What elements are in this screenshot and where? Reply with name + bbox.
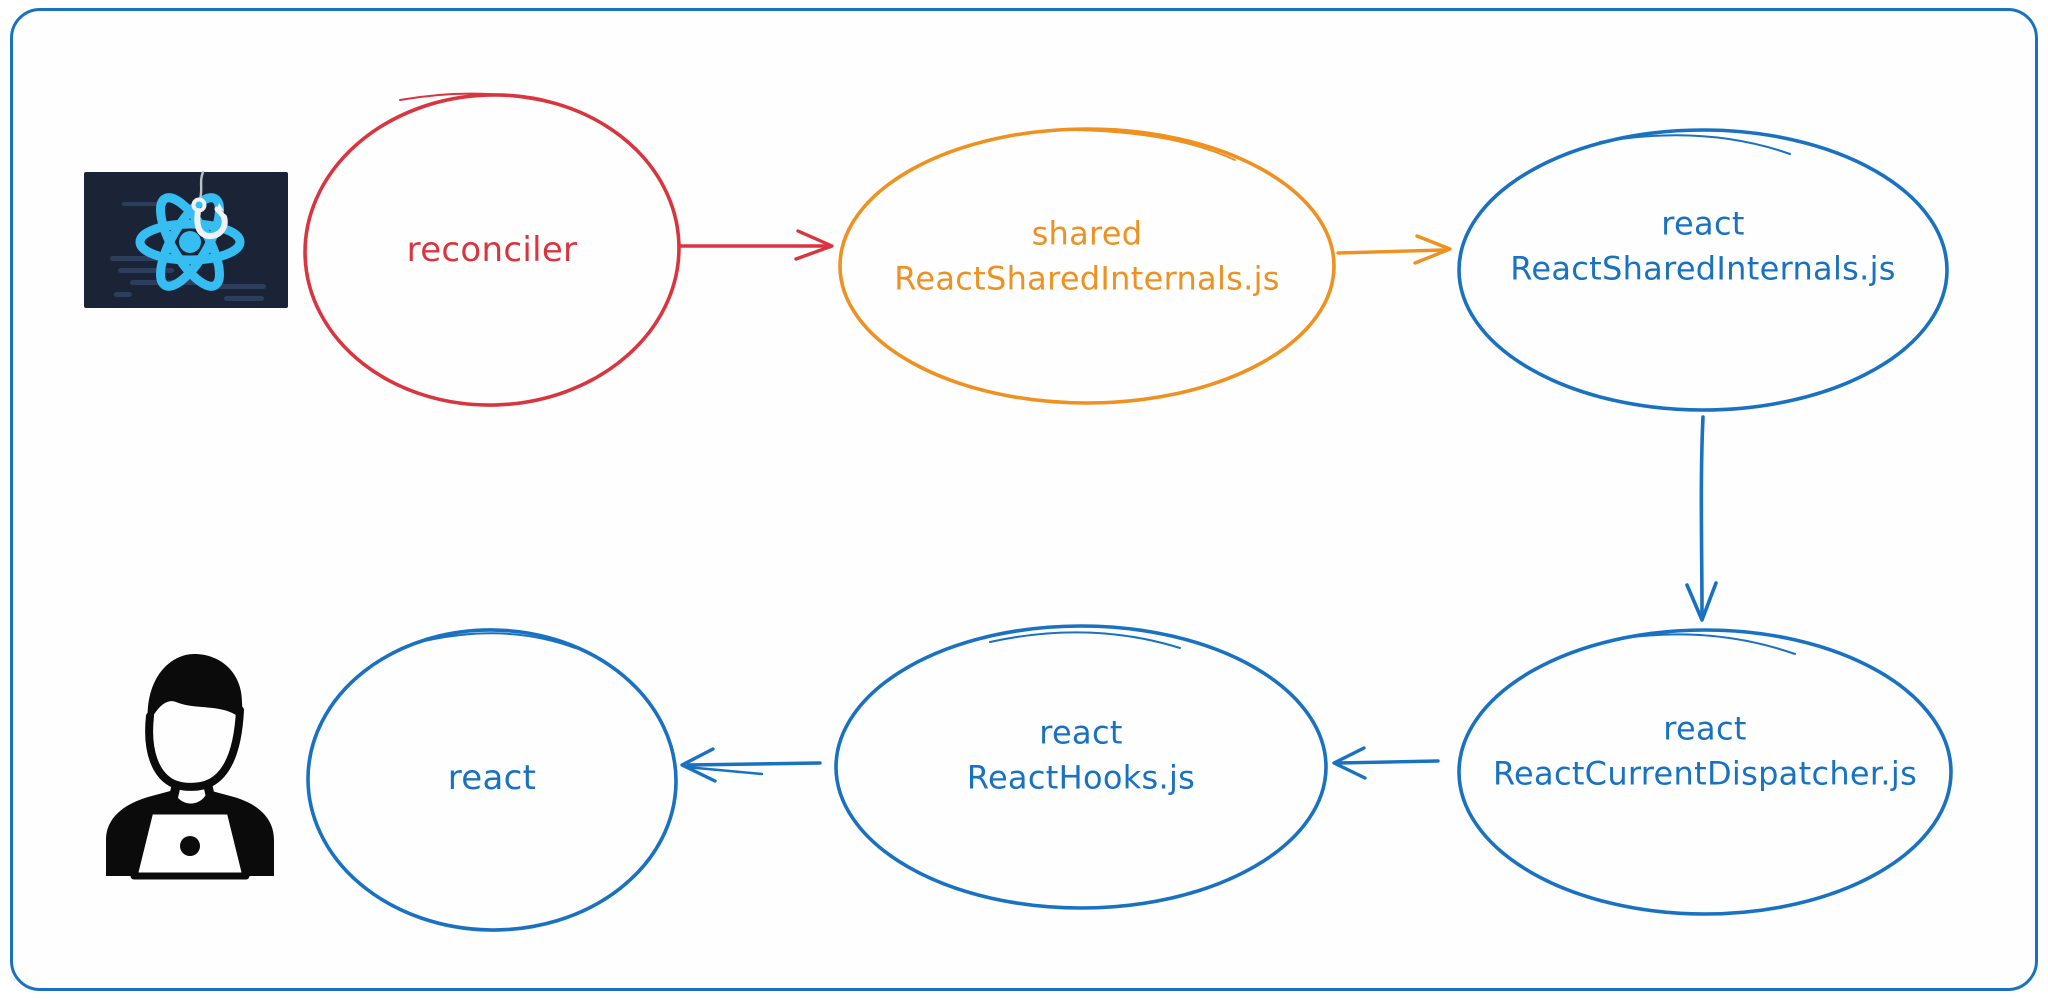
edge-arrow-current-dispatcher-to-react-hooks (1332, 746, 1440, 780)
node-ellipse-react-react-shared-internals (1457, 128, 1949, 412)
node-ellipse-react-react-hooks (834, 624, 1328, 910)
node-label-shared-react-shared-internals: shared ReactSharedInternals.js (894, 214, 1280, 298)
node-ellipse-react (306, 628, 678, 932)
react-hook-logo (84, 170, 288, 308)
edge-arrow-react-shared-internals-to-current-dispatcher (1685, 415, 1718, 622)
edge-arrow-shared-to-react-shared-internals (1336, 234, 1452, 265)
node-label-react-react-hooks: react ReactHooks.js (966, 713, 1196, 797)
edge-arrow-react-hooks-to-react (680, 747, 822, 783)
developer-at-laptop-icon (106, 654, 274, 880)
node-label-react-react-shared-internals: react ReactSharedInternals.js (1510, 204, 1896, 288)
edge-arrow-reconciler-to-shared (678, 229, 834, 261)
node-label-reconciler: reconciler (406, 229, 578, 270)
node-label-react: react (447, 757, 537, 798)
node-ellipse-react-react-current-dispatcher (1457, 628, 1953, 916)
node-ellipse-shared-react-shared-internals (838, 127, 1336, 405)
node-label-react-react-current-dispatcher: react ReactCurrentDispatcher.js (1492, 709, 1918, 793)
fishing-hook-icon (191, 170, 228, 240)
react-atom-icon (135, 193, 245, 291)
node-ellipse-reconciler (303, 92, 681, 407)
